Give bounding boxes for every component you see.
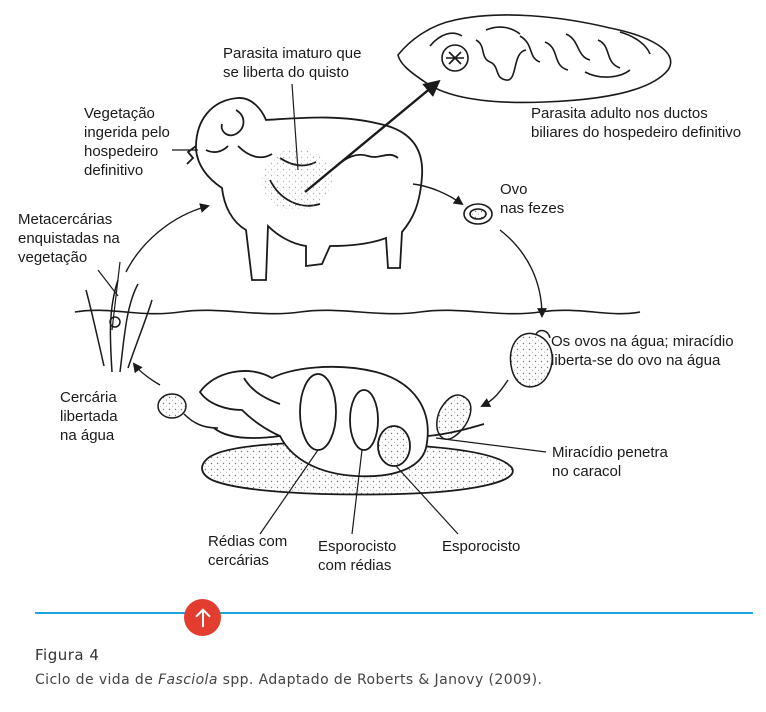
vegetation-metacercariae	[85, 279, 153, 373]
snail	[198, 365, 514, 496]
label-sporocyst: Esporocisto	[442, 538, 521, 555]
sheep	[186, 97, 423, 281]
back-to-top-button[interactable]	[184, 599, 221, 636]
egg	[463, 203, 493, 225]
figure-title: Figura 4	[35, 646, 100, 664]
divider-line	[35, 612, 753, 614]
adult-fluke	[397, 14, 672, 104]
miracidium	[436, 329, 553, 440]
figure-caption: Ciclo de vida de Fasciola spp. Adaptado …	[35, 672, 543, 688]
life-cycle-illustration	[74, 14, 672, 535]
arrow-up-icon	[195, 608, 210, 627]
cercaria	[157, 393, 219, 429]
